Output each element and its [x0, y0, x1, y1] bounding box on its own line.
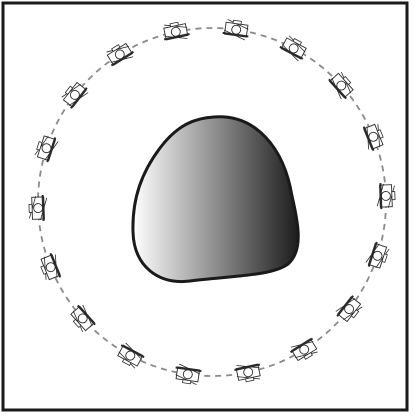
camera-icon [234, 361, 263, 384]
camera-icon [376, 183, 395, 210]
camera-icon [360, 121, 386, 152]
central-object [133, 117, 298, 282]
camera-icon [278, 34, 309, 62]
camera-icon [161, 20, 190, 43]
camera-icon [67, 303, 98, 334]
camera-icon [365, 241, 390, 271]
camera-icon [29, 195, 48, 222]
camera-icon [288, 335, 320, 364]
camera-icon [104, 40, 136, 69]
camera-icon [60, 79, 90, 111]
camera-icon [37, 252, 63, 283]
camera-icon [34, 133, 59, 163]
camera-icon [222, 19, 250, 40]
camera-icon [174, 364, 202, 385]
camera-icon [115, 342, 146, 370]
camera-icon [334, 293, 364, 325]
